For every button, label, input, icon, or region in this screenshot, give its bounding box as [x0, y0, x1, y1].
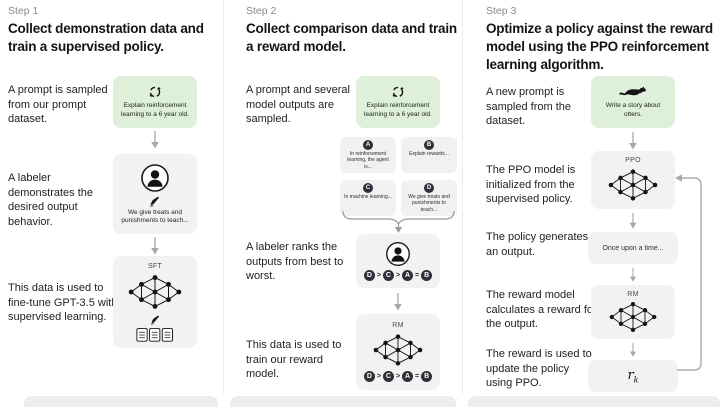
- prompt-text: Explain reinforcement learning to a 6 ye…: [121, 101, 189, 118]
- output-a-box: A In reinforcement learning, the agent i…: [340, 137, 396, 173]
- bottom-section-edge: [468, 396, 720, 407]
- rank-item: D: [363, 270, 375, 281]
- rank-item: D: [363, 371, 375, 382]
- step1-labeler-box: We give treats and punishments to teach.…: [113, 154, 197, 234]
- reward-value: rk: [627, 367, 639, 385]
- neural-network-icon: [608, 167, 658, 203]
- down-arrow-icon: [628, 212, 638, 232]
- step3-caption-prompt: A new prompt is sampled from the dataset…: [486, 86, 571, 128]
- output-b-badge: B: [424, 140, 434, 150]
- step1-label: Step 1: [8, 5, 39, 17]
- bottom-section-edge: [24, 396, 218, 407]
- output-c-box: C In machine learning...: [340, 180, 396, 216]
- down-arrow-icon: [628, 267, 638, 287]
- rank-item: C: [382, 371, 394, 382]
- step3-label: Step 3: [486, 5, 517, 17]
- output-a-text: In reinforcement learning, the agent is.…: [347, 151, 389, 170]
- rank-item: B: [421, 371, 433, 382]
- step1-prompt-box: Explain reinforcement learning to a 6 ye…: [113, 76, 197, 128]
- column-divider: [462, 0, 463, 394]
- otter-icon: [619, 85, 647, 99]
- generated-output-text: Once upon a time...: [602, 244, 664, 252]
- neural-network-icon: [128, 273, 182, 311]
- step2-caption-sample: A prompt and several model outputs are s…: [246, 84, 350, 126]
- step1-sft-box: SFT: [113, 256, 197, 348]
- ranking: D > C > A = B: [363, 371, 433, 382]
- rank-separator: >: [376, 272, 381, 279]
- output-d-box: D We give treats and punishments to teac…: [401, 180, 457, 216]
- step3-caption-update: The reward is used to update the policy …: [486, 348, 592, 390]
- rank-item: A: [402, 371, 414, 382]
- step3-prompt-box: Write a story about otters.: [591, 76, 675, 128]
- rank-item: A: [402, 270, 414, 281]
- step3-title: Optimize a policy against the reward mod…: [486, 21, 713, 72]
- down-arrow-icon: [150, 236, 160, 256]
- ppo-label: PPO: [625, 157, 641, 164]
- model-outputs-grid: A In reinforcement learning, the agent i…: [340, 137, 457, 216]
- rank-separator: =: [415, 272, 420, 279]
- step3-rm-box: RM: [591, 285, 675, 339]
- step3-reward-box: rk: [588, 360, 678, 392]
- output-d-badge: D: [424, 183, 434, 193]
- output-d-text: We give treats and punishments to teach.…: [408, 194, 450, 213]
- pen-icon: [149, 195, 161, 207]
- rank-separator: >: [376, 373, 381, 380]
- rank-item: B: [421, 270, 433, 281]
- neural-network-icon: [373, 332, 423, 368]
- down-arrow-icon: [628, 131, 638, 151]
- step1-caption-labeler: A labeler demonstrates the desired outpu…: [8, 172, 93, 228]
- step2-title: Collect comparison data and train a rewa…: [246, 21, 457, 54]
- step2-prompt-box: Explain reinforcement learning to a 6 ye…: [356, 76, 440, 128]
- step1-title: Collect demonstration data and train a s…: [8, 21, 204, 54]
- output-c-text: In machine learning...: [344, 194, 392, 200]
- step2-caption-train: This data is used to train our reward mo…: [246, 339, 342, 381]
- down-arrow-icon: [150, 130, 160, 150]
- prompt-text: Write a story about otters.: [605, 101, 661, 118]
- refresh-cycle-icon: [148, 85, 162, 99]
- step2-label: Step 2: [246, 5, 277, 17]
- down-arrow-icon: [393, 292, 403, 312]
- output-a-badge: A: [363, 140, 373, 150]
- person-icon: [385, 241, 411, 267]
- ranking: D > C > A = B: [363, 270, 433, 281]
- labeler-note: We give treats and punishments to teach.…: [121, 208, 189, 224]
- step2-caption-rank: A labeler ranks the outputs from best to…: [246, 241, 344, 283]
- step1-caption-finetune: This data is used to fine-tune GPT-3.5 w…: [8, 282, 118, 324]
- output-b-box: B Explain rewards...: [401, 137, 457, 173]
- refresh-cycle-icon: [391, 85, 405, 99]
- sft-label: SFT: [147, 262, 163, 270]
- column-divider: [223, 0, 224, 394]
- rank-separator: >: [395, 373, 401, 380]
- rm-label: RM: [392, 322, 404, 329]
- pen-icon: [150, 314, 161, 325]
- step3-caption-generate: The policy generates an output.: [486, 231, 589, 258]
- step2-rm-box: RM D > C > A = B: [356, 314, 440, 390]
- step3-ppo-box: PPO: [591, 151, 675, 209]
- rank-separator: >: [395, 272, 401, 279]
- prompt-text: Explain reinforcement learning to a 6 ye…: [364, 101, 432, 118]
- person-icon: [140, 163, 170, 193]
- step1-caption-prompt: A prompt is sampled from our prompt data…: [8, 84, 108, 126]
- loop-arrow-icon: [675, 170, 709, 376]
- rank-separator: =: [415, 373, 420, 380]
- output-b-text: Explain rewards...: [409, 151, 449, 157]
- step3-caption-reward: The reward model calculates a reward for…: [486, 289, 597, 331]
- brace-icon: [340, 210, 457, 236]
- down-arrow-icon: [628, 342, 638, 362]
- step3-output-box: Once upon a time...: [588, 232, 678, 264]
- step2-labeler-box: D > C > A = B: [356, 234, 440, 288]
- neural-network-icon: [609, 300, 657, 334]
- documents-icon: [136, 327, 174, 342]
- rank-item: C: [382, 270, 394, 281]
- output-c-badge: C: [363, 183, 373, 193]
- rm-label: RM: [627, 290, 639, 298]
- step3-caption-init: The PPO model is initialized from the su…: [486, 164, 576, 206]
- bottom-section-edge: [230, 396, 456, 407]
